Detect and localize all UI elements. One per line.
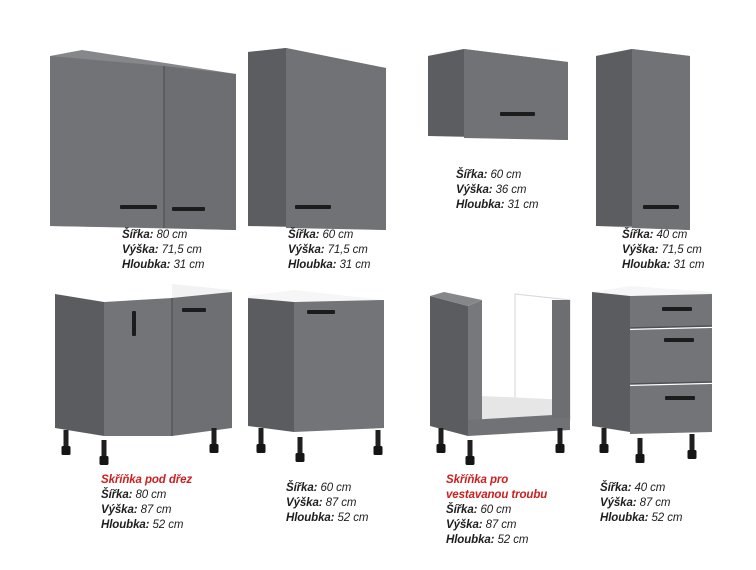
spec-width: Šířka: 60 cm xyxy=(456,169,522,181)
spec-depth: Hloubka: 52 cm xyxy=(446,534,529,546)
door-handle xyxy=(643,205,679,209)
spec-label-wall-60: Šířka: 60 cm Výška: 71,5 cm Hloubka: 31 … xyxy=(288,228,370,273)
spec-label-wall-flap-60: Šířka: 60 cm Výška: 36 cm Hloubka: 31 cm xyxy=(456,168,538,213)
spec-width: Šířka: 40 cm xyxy=(600,482,666,494)
spec-depth: Hloubka: 31 cm xyxy=(456,199,539,211)
spec-height: Výška: 71,5 cm xyxy=(122,244,202,256)
spec-label-wall-80: Šířka: 80 cm Výška: 71,5 cm Hloubka: 31 … xyxy=(122,228,204,273)
drawer-handle xyxy=(662,307,692,311)
wall-cabinet-40-door xyxy=(596,49,690,230)
spec-label-base-oven-60: Skříňka pro vestavanou troubu Šířka: 60 … xyxy=(446,473,566,548)
spec-label-base-drawers-40: Šířka: 40 cm Výška: 87 cm Hloubka: 52 cm xyxy=(600,481,682,526)
door-handle xyxy=(120,205,157,209)
door-handle xyxy=(182,308,206,312)
cabinet-leg xyxy=(687,434,697,459)
spec-height: Výška: 87 cm xyxy=(446,519,517,531)
spec-depth: Hloubka: 31 cm xyxy=(288,259,371,271)
drawer-handle xyxy=(665,396,695,400)
cabinet-title: Skříňka pod dřez xyxy=(101,474,193,486)
base-cabinet-60-door xyxy=(248,290,384,462)
cabinet-leg xyxy=(99,440,109,465)
cabinet-leg xyxy=(373,430,383,455)
door-handle xyxy=(172,207,205,211)
spec-depth: Hloubka: 52 cm xyxy=(101,519,184,531)
spec-label-base-sink-80: Skříňka pod dřez Šířka: 80 cm Výška: 87 … xyxy=(101,473,192,533)
cabinet-leg xyxy=(436,428,446,453)
cabinet-leg xyxy=(465,440,475,465)
spec-depth: Hloubka: 52 cm xyxy=(600,512,683,524)
door-handle xyxy=(132,311,136,336)
spec-depth: Hloubka: 52 cm xyxy=(286,512,369,524)
base-cabinet-60-oven xyxy=(430,292,571,465)
wall-cabinet-60-flap xyxy=(428,49,568,140)
cabinet-leg xyxy=(599,428,609,453)
flap-handle xyxy=(500,112,535,116)
spec-width: Šířka: 60 cm xyxy=(288,229,354,241)
door-handle xyxy=(307,310,335,314)
spec-label-base-60: Šířka: 60 cm Výška: 87 cm Hloubka: 52 cm xyxy=(286,481,368,526)
base-cabinet-80-sink xyxy=(55,284,232,465)
spec-height: Výška: 87 cm xyxy=(101,504,172,516)
spec-depth: Hloubka: 31 cm xyxy=(622,259,705,271)
spec-width: Šířka: 80 cm xyxy=(101,489,167,501)
wall-cabinet-80-double-door xyxy=(50,50,236,230)
spec-height: Výška: 71,5 cm xyxy=(288,244,368,256)
cabinet-leg xyxy=(61,430,71,455)
wall-cabinet-60-single-door xyxy=(248,48,386,230)
door-handle xyxy=(295,205,331,209)
spec-width: Šířka: 60 cm xyxy=(446,504,512,516)
spec-height: Výška: 87 cm xyxy=(286,497,357,509)
spec-width: Šířka: 60 cm xyxy=(286,482,352,494)
spec-height: Výška: 87 cm xyxy=(600,497,671,509)
drawer-handle xyxy=(664,338,694,342)
spec-height: Výška: 36 cm xyxy=(456,184,527,196)
cabinet-title: Skříňka pro vestavanou troubu xyxy=(446,474,548,501)
spec-width: Šířka: 80 cm xyxy=(122,229,188,241)
cabinet-leg xyxy=(555,428,565,453)
cabinet-leg xyxy=(256,428,266,453)
spec-width: Šířka: 40 cm xyxy=(622,229,688,241)
base-cabinet-40-drawers xyxy=(592,286,713,463)
cabinet-leg xyxy=(295,437,305,462)
cabinet-leg xyxy=(635,438,645,463)
cabinet-leg xyxy=(209,428,219,453)
spec-label-wall-40: Šířka: 40 cm Výška: 71,5 cm Hloubka: 31 … xyxy=(622,228,704,273)
spec-height: Výška: 71,5 cm xyxy=(622,244,702,256)
spec-depth: Hloubka: 31 cm xyxy=(122,259,205,271)
